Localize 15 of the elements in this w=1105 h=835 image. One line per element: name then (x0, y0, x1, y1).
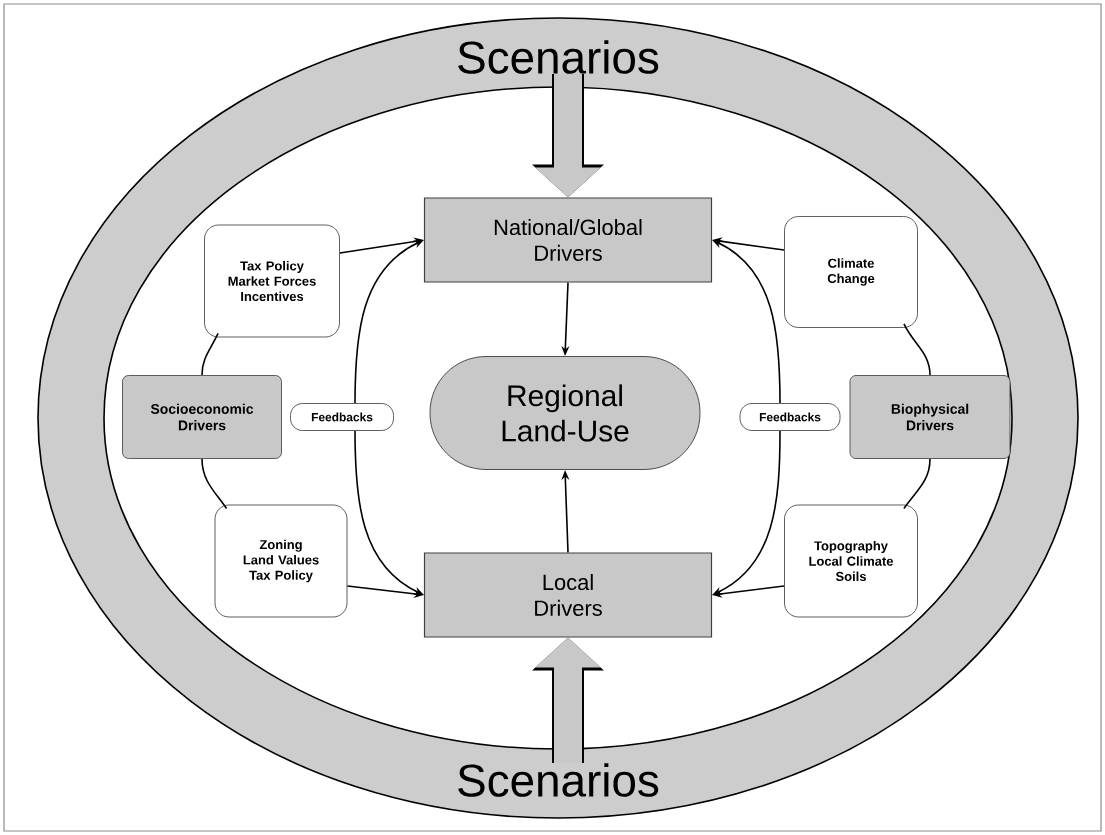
driver-box: Socioeconomic Drivers (122, 375, 282, 459)
connector-line (201, 458, 228, 510)
connector-line (903, 458, 931, 510)
factor-box: Tax Policy Market Forces Incentives (204, 224, 340, 338)
feedback-label-box: Feedbacks (290, 403, 394, 431)
connector-line (201, 332, 219, 376)
driver-box: Biophysical Drivers (849, 375, 1011, 459)
outcome-box: Regional Land-Use (429, 356, 701, 470)
factor-box: Climate Change (784, 216, 918, 328)
band-label: Scenarios (458, 763, 659, 797)
band-label: Scenarios (458, 40, 659, 74)
factor-box: Topography Local Climate Soils (784, 504, 918, 618)
connector-line (903, 323, 931, 376)
feedback-label-box: Feedbacks (739, 403, 841, 431)
factor-box: Zoning Land Values Tax Policy (214, 504, 348, 618)
